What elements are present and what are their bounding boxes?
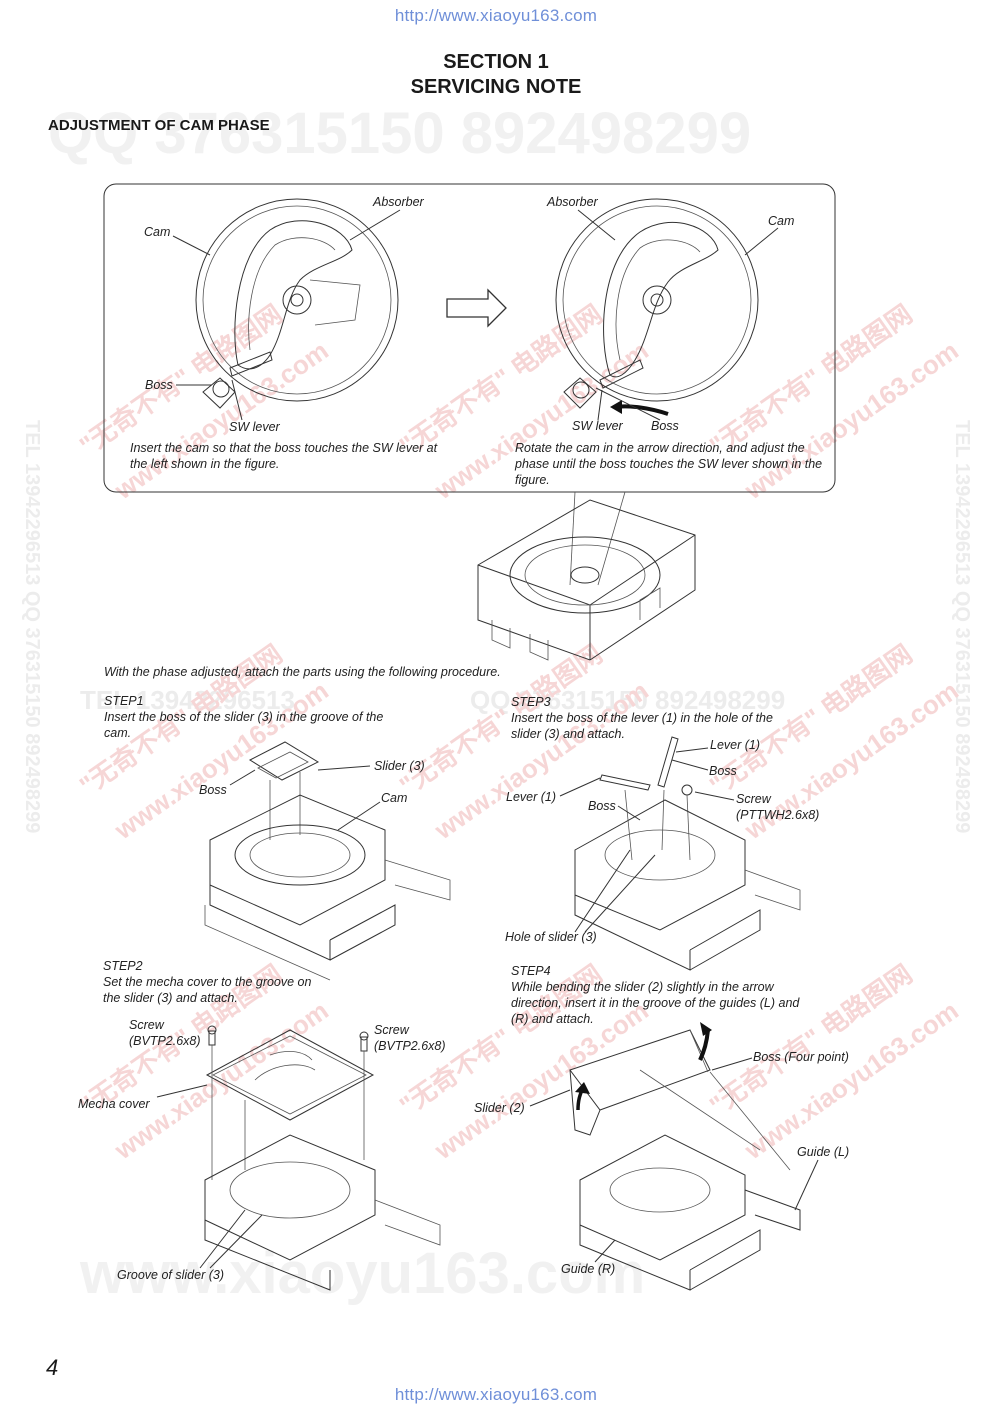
right-cam-inner-ring [562,205,752,395]
step2-text: Set the mecha cover to the groove on the… [103,975,312,1005]
step2-drawing [204,1025,441,1291]
step4-text: While bending the slider (2) slightly in… [511,980,800,1026]
step1-drawing [204,741,451,981]
page-heading: ADJUSTMENT OF CAM PHASE [48,117,270,134]
right-boss-circle [572,381,590,399]
step4-drawing [569,1022,801,1291]
watermark-tel-left: TEL 13942296513 QQ 376315150 892498299 [21,420,43,834]
right-cam-drawing [555,198,759,416]
right-sw-lever-part [599,359,644,389]
right-absorber-shape [603,222,719,378]
left-cam-hub [282,285,312,315]
watermark-big-bottom: www.xiaoyu163.com [80,1241,646,1306]
footer-url-link[interactable]: http://www.xiaoyu163.com [394,1385,598,1404]
right-cam-outer-ring [555,198,759,402]
left-boss-holder [202,377,236,409]
step2-title: STEP2 [103,959,143,973]
right-panel-caption: Rotate the cam in the arrow direction, a… [515,441,823,487]
mechanism-unit-drawing [477,499,696,661]
watermark-qq-top: QQ 376315150 892498299 [48,101,752,166]
step3-lever-left [599,774,651,791]
step3-boss-top-label: Boss [709,764,737,778]
left-sw-lever-part [229,351,273,377]
step4-title: STEP4 [511,964,551,978]
left-cam-drawing [195,198,399,409]
page-number: 4 [46,1355,59,1380]
step4-boss-label: Boss (Four point) [753,1050,849,1064]
left-cam-inner-ring [202,205,392,395]
step2-screw-left-label: Screw [129,1018,164,1032]
right-absorber-label: Absorber [547,195,598,209]
step2-mecha-cover [205,1029,375,1121]
right-boss-holder [563,377,597,409]
right-cam-hub [642,285,672,315]
step2-screw-left-code-label: (BVTP2.6x8) [129,1034,201,1048]
step1-slider-part [248,741,320,781]
step4-guide-l-label: Guide (L) [797,1145,850,1159]
step1-boss-label: Boss [199,783,227,797]
step3-screw-code-label: (PTTWH2.6x8) [736,808,820,822]
left-boss-label: Boss [145,378,173,392]
step2-mecha-cover-label: Mecha cover [78,1097,150,1111]
watermark-qq-mid: QQ 376315150 892498299 [470,685,786,715]
cam-phase-panel [103,183,836,493]
left-panel-caption: Insert the cam so that the boss touches … [130,441,438,471]
rotation-arrow-head [610,400,622,414]
left-sw-lever-label: SW lever [229,420,280,434]
watermark-tel-mid: TEL 13942296513 [80,685,295,715]
section-number: SECTION 1 [443,51,549,73]
step3-hole-label: Hole of slider (3) [505,930,597,944]
step3-screw-head [681,784,693,796]
right-sw-lever-label: SW lever [572,419,623,433]
step2-screw-right-code-label: (BVTP2.6x8) [374,1039,446,1053]
step1-cam-label: Cam [381,791,408,805]
left-boss-circle [212,380,230,398]
step3-drawing [574,736,801,971]
left-cam-outer-ring [195,198,399,402]
step1-title: STEP1 [104,694,144,708]
step4-arrow-left [576,1089,584,1111]
left-cam-label: Cam [144,225,171,239]
right-cam-label: Cam [768,214,795,228]
step4-slider-label: Slider (2) [474,1101,525,1115]
step3-lever-top-label: Lever (1) [710,738,761,752]
rotate-direction-arrow [446,288,507,328]
watermark-tel-right: TEL 13942296513 QQ 376315150 892498299 [951,420,973,834]
procedure-intro: With the phase adjusted, attach the part… [104,665,501,679]
step3-title: STEP3 [511,695,551,709]
step2-groove-label: Groove of slider (3) [117,1268,224,1282]
step3-lever-left-label: Lever (1) [506,790,557,804]
step1-slider-label: Slider (3) [374,759,425,773]
left-absorber-label: Absorber [373,195,424,209]
step3-screw-label: Screw [736,792,771,806]
right-boss-label: Boss [651,419,679,433]
step4-guide-r-label: Guide (R) [561,1262,616,1276]
step1-text: Insert the boss of the slider (3) in the… [104,710,384,740]
step4-guide-l [744,1189,801,1231]
header-url-link[interactable]: http://www.xiaoyu163.com [394,6,598,25]
step2-screw-right-label: Screw [374,1023,409,1037]
section-title: SERVICING NOTE [410,76,582,98]
step3-lever-top [657,736,679,788]
step4-slider-part [569,1029,711,1111]
step3-text: Insert the boss of the lever (1) in the … [511,711,773,741]
step3-boss-left-label: Boss [588,799,616,813]
left-absorber-shape [234,220,353,370]
